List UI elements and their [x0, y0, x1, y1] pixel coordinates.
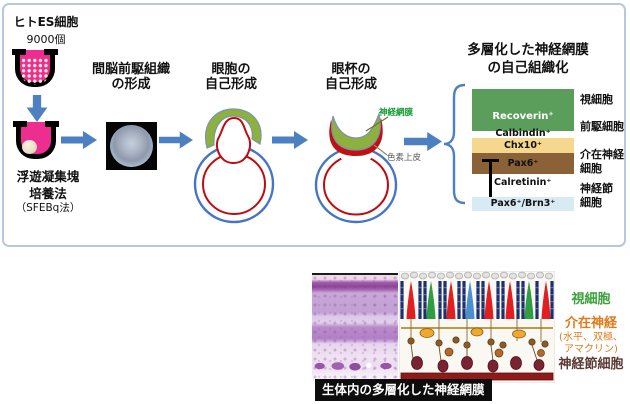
- brace-icon: [441, 83, 467, 209]
- layer-pax6: Pax6⁺: [472, 153, 574, 174]
- aggregate-sphere-image: [110, 125, 153, 167]
- invivo-photoreceptor-label: 視細胞: [571, 292, 611, 307]
- well-rim-right: [45, 121, 59, 127]
- layer-chx10: Chx10⁺: [472, 138, 574, 153]
- well-rim-left: [12, 49, 26, 55]
- stack-label-interneuron-line1: 介在神経: [580, 148, 624, 161]
- pigment-pointer: [373, 144, 388, 156]
- invivo-interneuron-sub1: (水平、双極、: [559, 332, 623, 343]
- vesicle-bud-outline: [215, 116, 252, 164]
- invivo-interneuron-label: 介在神経: [564, 316, 617, 331]
- callout-lines: [362, 112, 404, 162]
- step-line2: の形成: [111, 76, 151, 92]
- neural-retina-pointer: [365, 116, 389, 132]
- es-cell-count: 9000個: [26, 33, 66, 46]
- neural-retina-layer: [331, 111, 381, 151]
- calretinin-marker: Calretinin⁺: [494, 177, 552, 188]
- pigment-epithelium-label: 色素上皮: [387, 153, 422, 163]
- calbindin-marker: Calbindin⁺: [495, 128, 551, 139]
- step-line1: 眼杯の: [331, 62, 371, 77]
- neural-retina-label: 神経網膜: [379, 108, 414, 118]
- arrow-right-icon: [61, 131, 97, 149]
- range-bar-icon: [482, 159, 499, 202]
- culture-well-aggregate-icon: [13, 121, 59, 165]
- es-cell-label: ヒトES細胞: [13, 15, 79, 29]
- cell-aggregate-dots: [21, 58, 49, 85]
- stack-label-progenitor: 前駆細胞: [580, 120, 624, 133]
- optic-cup-drawing: [311, 104, 401, 230]
- ganglion-cell-row: [312, 359, 398, 373]
- method-label-line3: （SFEBq法）: [15, 202, 81, 214]
- layer-ganglion: Pax6⁺/Brn3⁺: [472, 197, 574, 211]
- step-line2: 自己形成: [324, 76, 377, 92]
- well-rim-left: [13, 121, 27, 127]
- layer-photoreceptor: Recoverin⁺: [472, 89, 574, 131]
- vesicle-green-cap: [205, 108, 262, 149]
- stack-label-interneuron-line2: 細胞: [580, 162, 602, 175]
- culture-well-cells-icon: [12, 49, 58, 93]
- step-diencephalon-label: 間脳前駆組織 の形成: [78, 62, 184, 92]
- arrow-right-icon: [159, 131, 193, 149]
- step-optic-vesicle-label: 眼胞の 自己形成: [196, 62, 266, 92]
- invivo-caption: 生体内の多層化した神経網膜: [315, 379, 492, 401]
- well-liquid: [16, 122, 56, 159]
- aggregate-micrograph: [106, 122, 157, 170]
- step-optic-cup-label: 眼杯の 自己形成: [316, 62, 386, 92]
- method-label-line1: 浮遊凝集塊: [16, 169, 80, 184]
- retina-schematic-image: [398, 270, 556, 387]
- stack-title-line1: 多層化した神経網膜: [467, 42, 589, 58]
- step-line2: 自己形成: [204, 76, 257, 92]
- stack-label-ganglion-line1: 神経節: [580, 182, 613, 195]
- arrow-down-icon: [26, 95, 48, 122]
- method-label-line2: 培養法: [29, 186, 67, 201]
- stack-label-ganglion-line2: 細胞: [580, 196, 602, 209]
- histology-image: [312, 273, 398, 381]
- arrow-right-icon: [403, 132, 443, 151]
- invivo-interneuron-sub2: アマクリン): [564, 344, 618, 355]
- cell-aggregate-sphere: [22, 140, 37, 154]
- step-line1: 間脳前駆組織: [91, 62, 170, 77]
- step-line1: 眼胞の: [211, 62, 251, 77]
- well-rim-right: [44, 49, 58, 55]
- optic-vesicle-drawing: [191, 104, 277, 230]
- stack-title-line2: の自己組織化: [487, 60, 569, 76]
- stack-label-photoreceptor: 視細胞: [580, 93, 613, 106]
- arrow-right-icon: [272, 131, 308, 149]
- invivo-ganglion-label: 神経節細胞: [558, 357, 624, 372]
